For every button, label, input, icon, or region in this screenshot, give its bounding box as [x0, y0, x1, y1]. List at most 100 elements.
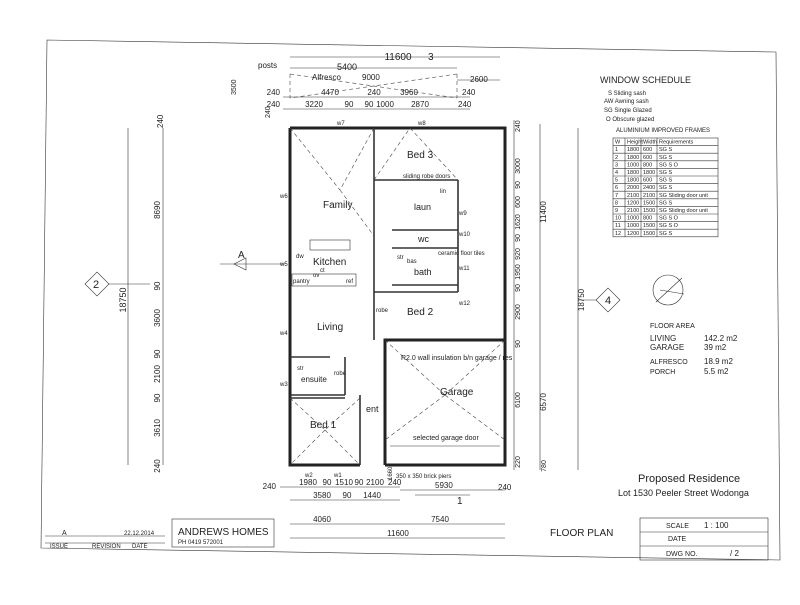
dim-left-overall: 18750	[118, 287, 128, 312]
dim-right-4: 1620	[515, 214, 522, 230]
window-w2: w2	[304, 473, 313, 479]
room-labels: Family Kitchen Living Bed 1 Bed 2 Bed 3 …	[301, 150, 474, 431]
dim-bottom-r2-0: 3580	[313, 491, 331, 500]
dim-alfresco-depth: 9000	[362, 73, 380, 82]
floor-area-title: FLOOR AREA	[650, 323, 695, 330]
fa-value-1: 39 m2	[704, 343, 727, 352]
ws-cell: 600	[643, 155, 652, 161]
ws-table-title: ALUMINIUM IMPROVED FRAMES	[616, 128, 710, 134]
ws-table-frame	[612, 137, 719, 238]
dim-left-2: 90	[153, 281, 162, 290]
note-ov: ov	[313, 273, 319, 279]
drawing-title: FLOOR PLAN	[550, 528, 613, 539]
ws-cell: 600	[643, 147, 652, 153]
room-entry: ent	[366, 404, 379, 414]
marker-right: 4	[605, 295, 611, 307]
fa-value-2: 18.9 m2	[704, 357, 733, 366]
window-w9: w9	[458, 211, 467, 217]
dim-right-10: 90	[515, 340, 522, 348]
right-dimensions: 11400 6570 18750 4 240 3000 90 600 1620 …	[513, 120, 621, 472]
note-robe-bed2: robe	[376, 308, 389, 314]
dim-right-9: 2900	[515, 304, 522, 320]
plan-walls	[220, 126, 507, 467]
ws-legend-1: AW Awning sash	[604, 99, 649, 105]
dim-right-13: 780	[541, 460, 548, 472]
ws-cell: 1500	[643, 231, 655, 237]
company-name: ANDREWS HOMES	[178, 527, 269, 538]
dim-row3-1: 3220	[305, 100, 323, 109]
window-w10: w10	[458, 232, 471, 238]
ws-cell: SG S	[659, 155, 672, 161]
ws-cell: SG S O	[659, 223, 679, 229]
dim-bottom-r1-4: 90	[355, 478, 364, 487]
dim-bottom-r2-1: 90	[343, 491, 352, 500]
note-str: str	[297, 366, 304, 372]
ws-cell: 1200	[627, 231, 639, 237]
ws-cell: 5	[615, 178, 618, 184]
ws-cell: 800	[643, 162, 652, 168]
note-brick-piers: 350 x 350 brick piers	[396, 474, 451, 480]
dim-right-12: 220	[515, 456, 522, 468]
dim-top-overall: 11600	[384, 52, 412, 63]
issue-date: 22.12.2014	[124, 531, 155, 537]
ws-cell: 12	[615, 231, 621, 237]
ws-cell: 1500	[643, 208, 655, 214]
ws-cell: 2000	[627, 185, 639, 191]
ws-header-cell: W	[615, 140, 621, 146]
ws-cell: 3	[615, 162, 618, 168]
ws-cell: 600	[643, 178, 652, 184]
dim-left-0: 240	[156, 114, 165, 128]
dwg-label: DWG NO.	[666, 551, 698, 558]
ws-cell: 1800	[643, 170, 655, 176]
dim-bottom-5930: 5930	[435, 481, 453, 490]
dim-bottom-r2-2: 1440	[363, 491, 381, 500]
marker-left: 2	[93, 279, 99, 291]
dim-row3-2: 90	[345, 100, 354, 109]
ws-cell: 1500	[643, 223, 655, 229]
scale-label: SCALE	[666, 523, 689, 530]
dim-right-1: 3000	[515, 158, 522, 174]
ws-cell: 2400	[643, 185, 655, 191]
ws-cell: SG Sliding door unit	[659, 193, 708, 199]
window-w12: w12	[458, 301, 471, 307]
dim-bottom-r1-3: 1510	[335, 478, 353, 487]
ws-cell: 2100	[643, 193, 655, 199]
window-w8: w8	[417, 121, 426, 127]
col-revision: REVISION	[92, 544, 121, 550]
ws-cell: 2100	[627, 208, 639, 214]
dim-row3-4: 1000	[376, 100, 394, 109]
ws-cell: SG Sliding door unit	[659, 208, 708, 214]
fa-name-1: GARAGE	[650, 343, 684, 352]
fa-name-2: ALFRESCO	[650, 359, 688, 366]
note-lin: lin	[440, 189, 446, 195]
dim-row2-1: 4470	[321, 88, 339, 97]
ws-cell: 8	[615, 200, 618, 206]
ws-cell: 11	[615, 223, 621, 229]
fa-name-3: PORCH	[650, 369, 675, 376]
dim-row2-4: 240	[462, 88, 476, 97]
dim-left-6: 90	[153, 393, 162, 402]
ws-cell: 1500	[643, 200, 655, 206]
ws-cell: 1800	[627, 178, 639, 184]
room-bed1: Bed 1	[310, 420, 337, 431]
dim-right-6: 920	[515, 248, 522, 260]
dim-top-240: 240	[265, 106, 272, 118]
room-laundry: laun	[414, 202, 431, 212]
ws-cell: 1200	[627, 200, 639, 206]
ws-legend-0: S Sliding sash	[608, 91, 646, 97]
note-ct: ct	[320, 268, 325, 274]
issue-value: A	[62, 530, 67, 537]
dim-top-3500: 3500	[231, 79, 238, 95]
date-label: DATE	[668, 536, 686, 543]
dim-top-marker: 3	[428, 52, 434, 63]
room-kitchen: Kitchen	[313, 257, 346, 268]
dim-right-7: 1950	[515, 264, 522, 280]
ws-header-cell: Width	[643, 140, 657, 146]
dim-row2-0: 240	[267, 88, 281, 97]
note-pantry: pantry	[293, 279, 310, 285]
room-ensuite: ensuite	[301, 375, 327, 384]
ws-cell: SG S	[659, 231, 672, 237]
room-garage: Garage	[440, 387, 474, 398]
company-phone: PH 0419 572001	[178, 540, 224, 546]
dim-left-4: 90	[153, 349, 162, 358]
